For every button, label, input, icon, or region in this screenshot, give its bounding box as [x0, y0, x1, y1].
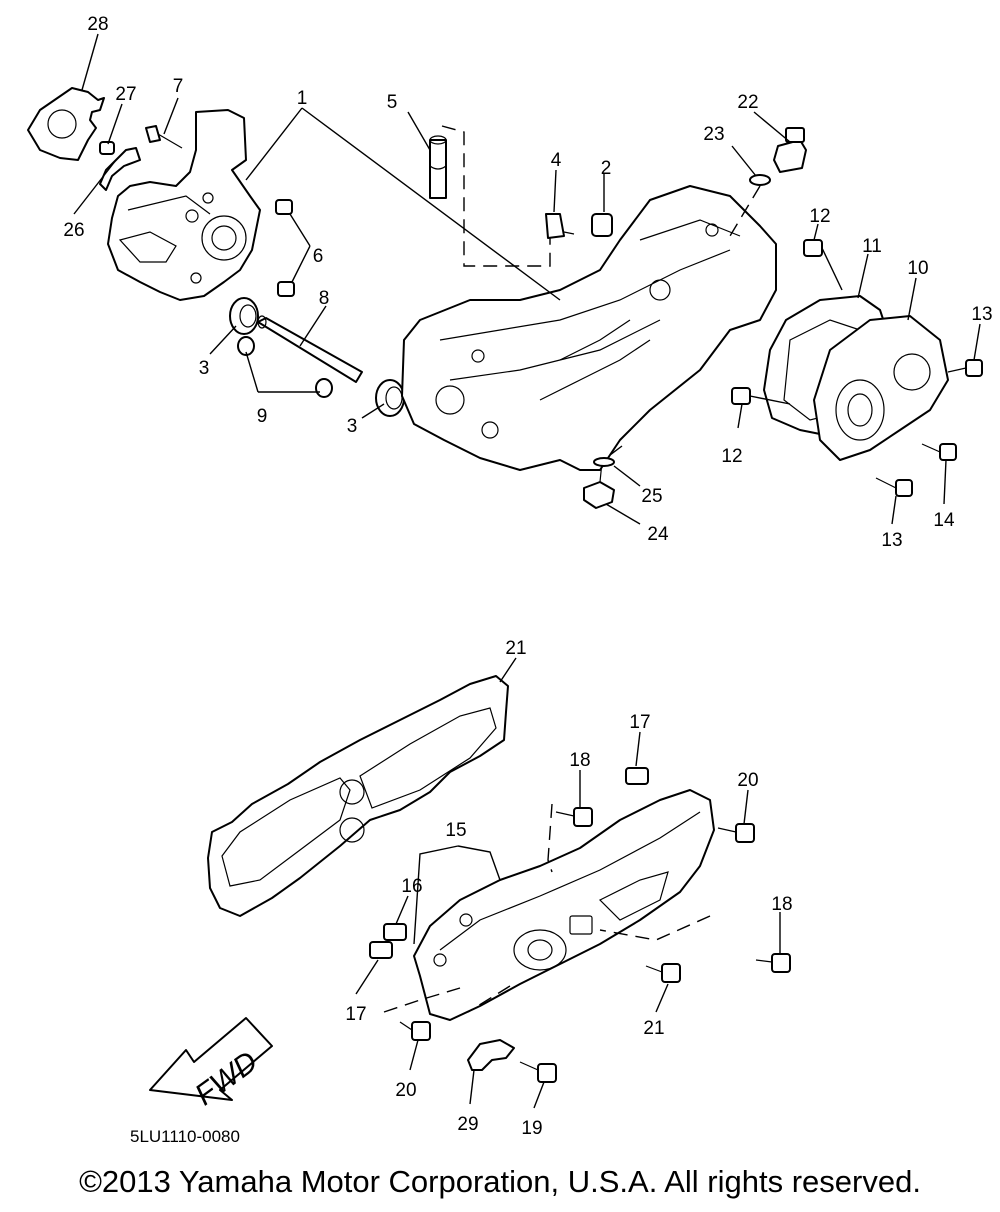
part-9-plug-lower: [315, 378, 333, 398]
callout-9: 9: [257, 406, 268, 427]
callout-17-upper: 17: [629, 712, 650, 733]
part-2-collar: [591, 213, 613, 237]
callout-18-lower: 18: [771, 894, 792, 915]
part-12-dowel-lower: [731, 387, 751, 405]
part-13-bolt-upper: [947, 359, 983, 377]
crankcase-left-half: [107, 109, 261, 301]
callout-29: 29: [457, 1114, 478, 1135]
fwd-arrow-icon: FWD: [149, 1017, 273, 1112]
callout-2: 2: [601, 158, 612, 179]
part-9-plug-upper: [237, 336, 255, 356]
part-3-bearing-left: [229, 297, 259, 335]
callout-11: 11: [862, 236, 882, 257]
part-7-bolt: [145, 125, 161, 143]
part-21-gasket: [207, 675, 509, 917]
callout-3-right: 3: [347, 416, 358, 437]
part-24-drain-bolt: [583, 481, 615, 509]
part-19-bolt: [519, 1061, 557, 1083]
part-15-transmission-cover: [413, 789, 715, 1021]
callout-20-lower: 20: [395, 1080, 416, 1101]
callout-25: 25: [641, 486, 662, 507]
callout-3-left: 3: [199, 358, 210, 379]
callout-28: 28: [87, 14, 108, 35]
callout-17-lower: 17: [345, 1004, 366, 1025]
part-4-fitting: [545, 213, 565, 239]
callout-21-bolt: 21: [643, 1018, 664, 1039]
part-23-o-ring: [749, 174, 771, 186]
callout-16: 16: [401, 876, 422, 897]
callout-8: 8: [319, 288, 330, 309]
callout-22: 22: [737, 92, 758, 113]
callout-15: 15: [445, 820, 466, 841]
callout-12-lower: 12: [721, 446, 742, 467]
part-26-clip: [99, 147, 141, 191]
callout-10: 10: [907, 258, 928, 279]
callout-20-upper: 20: [737, 770, 758, 791]
part-18-bolt-upper: [555, 807, 593, 827]
part-20-bolt-lower: [399, 1021, 431, 1041]
part-17-dowel-lower: [369, 941, 393, 959]
callout-5: 5: [387, 92, 398, 113]
callout-labels: 28 27 7 1 5 22 23 4 2 26 12 11 6 10 8 13…: [63, 14, 992, 1139]
callout-27: 27: [115, 84, 136, 105]
part-10-side-cover: [813, 315, 949, 461]
copyright-notice: ©2013 Yamaha Motor Corporation, U.S.A. A…: [79, 1164, 921, 1199]
part-20-bolt-upper: [717, 823, 755, 843]
diagram-code: 5LU1110-0080: [130, 1127, 240, 1146]
part-27-screw: [99, 141, 115, 155]
part-18-bolt-lower: [755, 953, 791, 973]
part-29-bracket: [467, 1039, 515, 1071]
callout-6: 6: [313, 246, 324, 267]
part-25-gasket: [593, 457, 615, 467]
part-14-bolt: [921, 443, 957, 461]
part-28-cover-plate: [27, 87, 105, 161]
part-6-dowel-upper: [275, 199, 293, 215]
callout-23: 23: [703, 124, 724, 145]
part-3-bearing-right: [375, 379, 405, 417]
part-22-plug: [773, 139, 807, 173]
callout-18-upper: 18: [569, 750, 590, 771]
part-17-dowel-upper: [625, 767, 649, 785]
callout-12-upper: 12: [809, 206, 830, 227]
callout-19: 19: [521, 1118, 542, 1139]
part-21-bolt: [645, 963, 681, 983]
part-6-dowel-lower: [277, 281, 295, 297]
callout-13-upper: 13: [971, 304, 992, 325]
part-12-dowel-upper: [803, 239, 823, 257]
callout-4: 4: [551, 150, 562, 171]
part-13-bolt-lower: [875, 477, 913, 497]
part-16-dowel: [383, 923, 407, 941]
callout-14: 14: [933, 510, 955, 531]
callout-24: 24: [647, 524, 669, 545]
part-8-shaft: [257, 317, 363, 383]
crankcase-right-half: [401, 185, 777, 471]
callout-13-lower: 13: [881, 530, 902, 551]
callout-7: 7: [173, 76, 184, 97]
callout-21-gasket: 21: [505, 638, 526, 659]
callout-1: 1: [297, 88, 308, 109]
callout-26: 26: [63, 220, 84, 241]
